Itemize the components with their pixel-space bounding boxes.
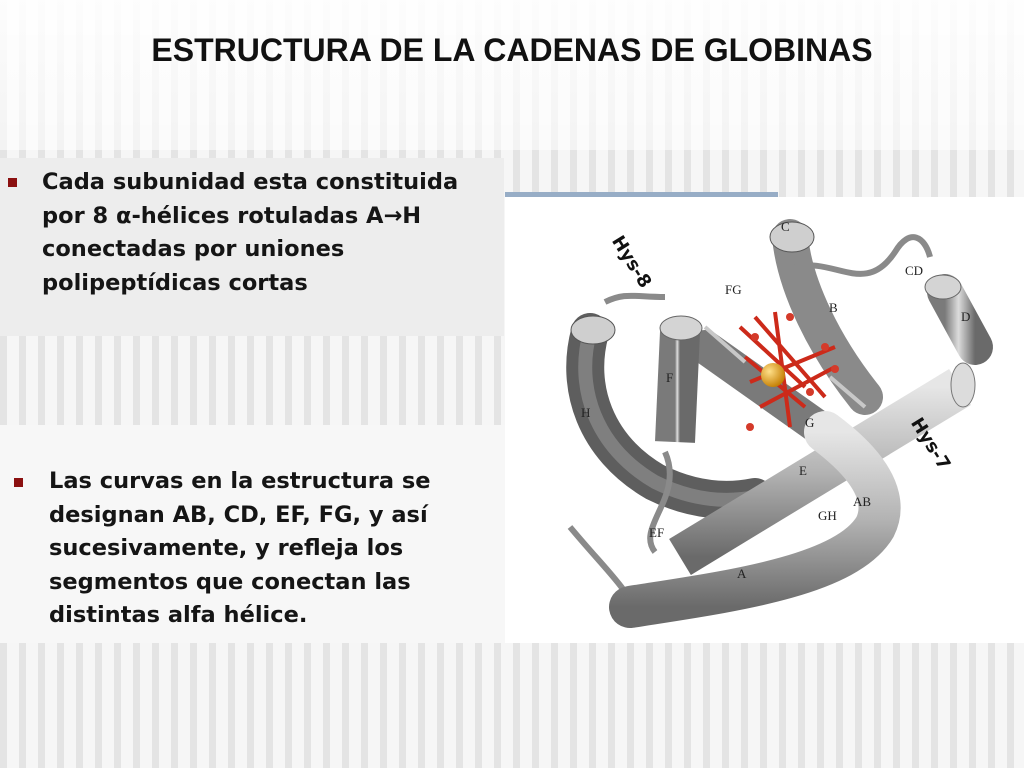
svg-text:H: H xyxy=(581,405,590,420)
svg-text:G: G xyxy=(805,415,814,430)
svg-text:GH: GH xyxy=(818,508,837,523)
globin-ribbon-diagram: C CD FG B D F H G E EF GH AB A xyxy=(566,219,993,628)
svg-text:CD: CD xyxy=(905,263,923,278)
globin-structure-figure: C CD FG B D F H G E EF GH AB A xyxy=(505,197,1024,643)
title-band xyxy=(0,0,1024,150)
accent-line xyxy=(505,192,778,198)
bullet-marker-2 xyxy=(14,478,23,487)
svg-text:FG: FG xyxy=(725,282,742,297)
slide-title: ESTRUCTURA DE LA CADENAS DE GLOBINAS xyxy=(151,32,873,68)
svg-text:EF: EF xyxy=(649,525,664,540)
bullet-text-1: Cada subunidad esta constituida por 8 α-… xyxy=(42,169,459,296)
svg-text:A: A xyxy=(737,566,747,581)
svg-text:F: F xyxy=(666,370,673,385)
svg-text:AB: AB xyxy=(853,494,871,509)
svg-text:D: D xyxy=(961,309,970,324)
iron-atom xyxy=(761,363,785,387)
svg-text:C: C xyxy=(781,219,790,234)
heme-group xyxy=(703,311,867,431)
bullet-marker-1 xyxy=(8,178,17,187)
svg-text:E: E xyxy=(799,463,807,478)
bullet-box-2 xyxy=(0,425,512,643)
bullet-text-2: Las curvas en la estructura se designan … xyxy=(49,468,431,628)
bullet-box-1 xyxy=(0,158,504,336)
svg-text:B: B xyxy=(829,300,838,315)
